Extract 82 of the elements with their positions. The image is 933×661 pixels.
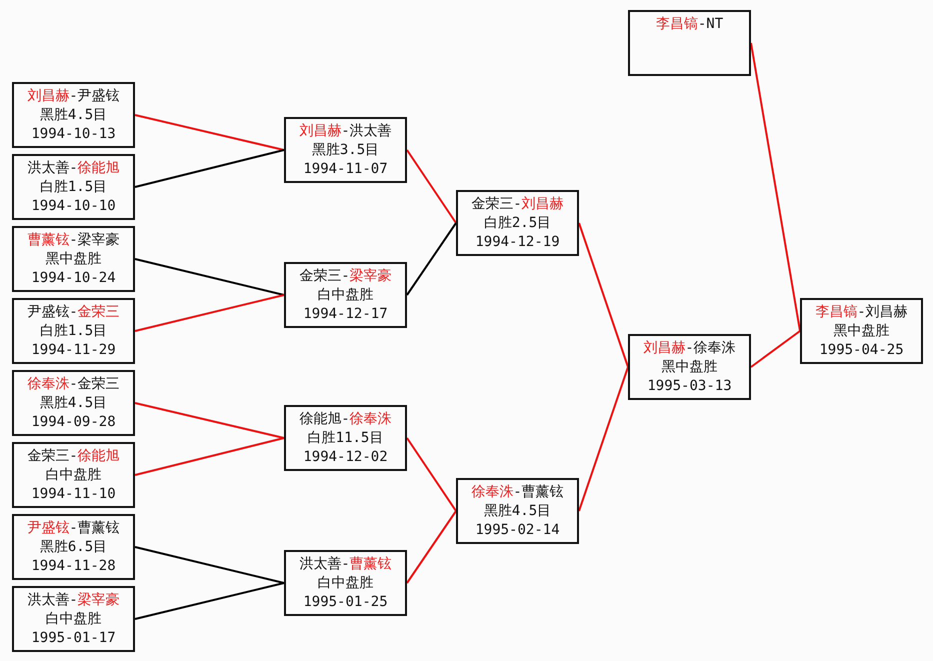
matchup-text: 尹盛铉-金荣三 <box>27 303 120 322</box>
matchup-text: 洪太善-徐能旭 <box>27 159 120 178</box>
result-text: 黑中盘胜 <box>834 322 890 341</box>
matchup-text: 徐奉洙-曹薰铉 <box>471 483 564 502</box>
bracket-line <box>406 222 457 296</box>
match-box <box>284 405 407 471</box>
result-text: 白胜1.5目 <box>40 178 108 197</box>
result-text: 黑胜4.5目 <box>40 106 108 125</box>
result-text: 白中盘胜 <box>46 466 102 485</box>
matchup-text: 刘昌赫-洪太善 <box>299 122 392 141</box>
bracket-line <box>134 546 284 584</box>
date-text: 1995-04-25 <box>819 341 904 360</box>
match-box <box>12 442 135 508</box>
bracket-line <box>406 437 457 512</box>
result-text: 黑胜6.5目 <box>40 538 108 557</box>
date-text: 1994-11-07 <box>303 160 388 179</box>
match-box <box>12 82 135 148</box>
bracket-line <box>134 402 284 439</box>
match-box <box>628 334 751 400</box>
matchup-text: 李昌镐-NT <box>656 15 724 34</box>
matchup-text: 金荣三-刘昌赫 <box>471 195 564 214</box>
result-text: 黑中盘胜 <box>46 250 102 269</box>
match-box <box>12 154 135 220</box>
date-text: 1994-10-13 <box>31 125 116 144</box>
date-text: 1994-12-02 <box>303 448 388 467</box>
date-text: 1995-02-14 <box>475 521 560 540</box>
result-text: 白中盘胜 <box>318 286 374 305</box>
match-box <box>284 117 407 183</box>
matchup-text: 刘昌赫-尹盛铉 <box>27 87 120 106</box>
matchup-text: 曹薰铉-梁宰豪 <box>27 231 120 250</box>
result-text: 白中盘胜 <box>318 574 374 593</box>
matchup-text: 尹盛铉-曹薰铉 <box>27 519 120 538</box>
result-text: 黑中盘胜 <box>662 358 718 377</box>
match-box <box>456 190 579 256</box>
matchup-text: 金荣三-梁宰豪 <box>299 267 392 286</box>
bracket-line <box>134 258 284 296</box>
match-box <box>800 298 923 364</box>
bracket-line <box>134 149 284 188</box>
date-text: 1994-09-28 <box>31 413 116 432</box>
result-text: 黑胜3.5目 <box>312 141 380 160</box>
date-text: 1994-12-19 <box>475 233 560 252</box>
bracket-line <box>578 222 629 368</box>
match-box <box>12 226 135 292</box>
bracket-line <box>750 330 801 368</box>
date-text: 1995-03-13 <box>647 377 732 396</box>
matchup-text: 徐奉洙-金荣三 <box>27 375 120 394</box>
match-box <box>12 586 135 652</box>
date-text: 1994-11-29 <box>31 341 116 360</box>
date-text: 1995-01-17 <box>31 629 116 648</box>
date-text: 1994-10-10 <box>31 197 116 216</box>
date-text: 1994-10-24 <box>31 269 116 288</box>
result-text: 白胜11.5目 <box>308 429 384 448</box>
matchup-text: 李昌镐-刘昌赫 <box>815 303 908 322</box>
date-text: 1995-01-25 <box>303 593 388 612</box>
bracket-line <box>134 294 284 332</box>
bracket-line <box>406 510 457 584</box>
match-box <box>12 370 135 436</box>
match-box <box>12 298 135 364</box>
matchup-text: 徐能旭-徐奉洙 <box>299 410 392 429</box>
bracket-line <box>750 42 801 332</box>
result-text: 白胜1.5目 <box>40 322 108 341</box>
bracket-line <box>134 437 284 476</box>
bracket-line <box>134 114 284 151</box>
matchup-text: 洪太善-曹薰铉 <box>299 555 392 574</box>
bracket-line <box>578 366 629 512</box>
matchup-text: 刘昌赫-徐奉洙 <box>643 339 736 358</box>
bracket-line <box>134 582 284 620</box>
bracket-line <box>406 149 457 224</box>
date-text: 1994-11-28 <box>31 557 116 576</box>
match-box <box>628 10 751 76</box>
result-text: 黑胜4.5目 <box>40 394 108 413</box>
date-text: 1994-12-17 <box>303 305 388 324</box>
matchup-text: 洪太善-梁宰豪 <box>27 591 120 610</box>
match-box <box>284 550 407 616</box>
match-box <box>12 514 135 580</box>
result-text: 白胜2.5目 <box>484 214 552 233</box>
result-text: 黑胜4.5目 <box>484 502 552 521</box>
match-box <box>284 262 407 328</box>
matchup-text: 金荣三-徐能旭 <box>27 447 120 466</box>
result-text: 白中盘胜 <box>46 610 102 629</box>
date-text: 1994-11-10 <box>31 485 116 504</box>
match-box <box>456 478 579 544</box>
